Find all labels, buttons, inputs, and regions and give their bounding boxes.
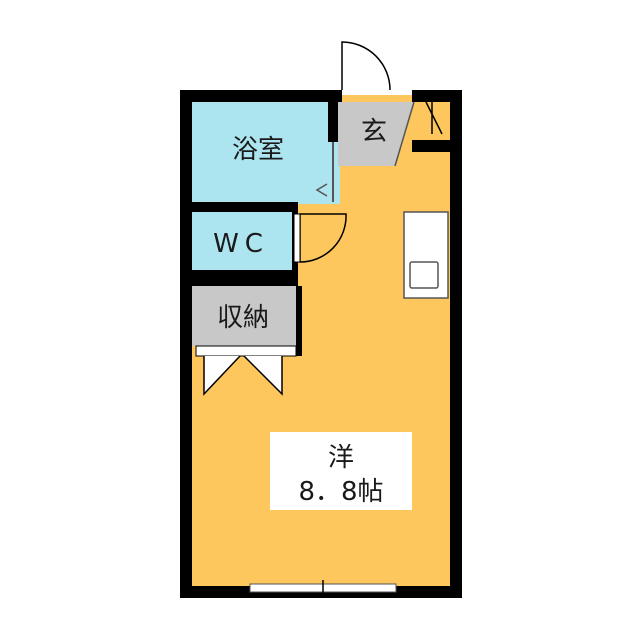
storage-label: 収納 [217, 303, 269, 333]
bath-label: 浴室 [232, 135, 284, 165]
wall-left [180, 90, 192, 598]
bath-label-bg [218, 126, 298, 168]
wall-right [450, 90, 462, 598]
storage-door-frame [195, 345, 297, 357]
western-label-bg [270, 432, 412, 510]
entrance-step-line [394, 101, 415, 167]
wc-door-leaf [293, 213, 301, 263]
wall-bath-right-top [328, 102, 338, 142]
storage-door-right [243, 355, 283, 396]
kitchen-sink [409, 261, 439, 289]
storage-door-left [203, 355, 241, 396]
wall-storage-right [296, 286, 302, 356]
entrance-label: 玄 [361, 117, 387, 147]
western-room-label: 洋 [328, 443, 354, 473]
toilet-room-area [190, 210, 298, 270]
bath-door-marker [315, 183, 328, 197]
western-room-size: 8．8帖 [298, 477, 383, 507]
entrance-label-bg [342, 108, 398, 150]
storage-area [190, 286, 298, 346]
wc-door-swing [299, 213, 347, 263]
entrance-step-line-2 [425, 101, 443, 135]
wall-top-left [180, 90, 342, 102]
entrance-corner-block [412, 140, 452, 152]
wall-bath-bottom [180, 202, 298, 212]
entrance-door-swing [341, 41, 391, 91]
wall-wc-bottom [180, 270, 298, 286]
wall-top-right [412, 90, 462, 102]
toilet-label: WC [213, 229, 269, 259]
